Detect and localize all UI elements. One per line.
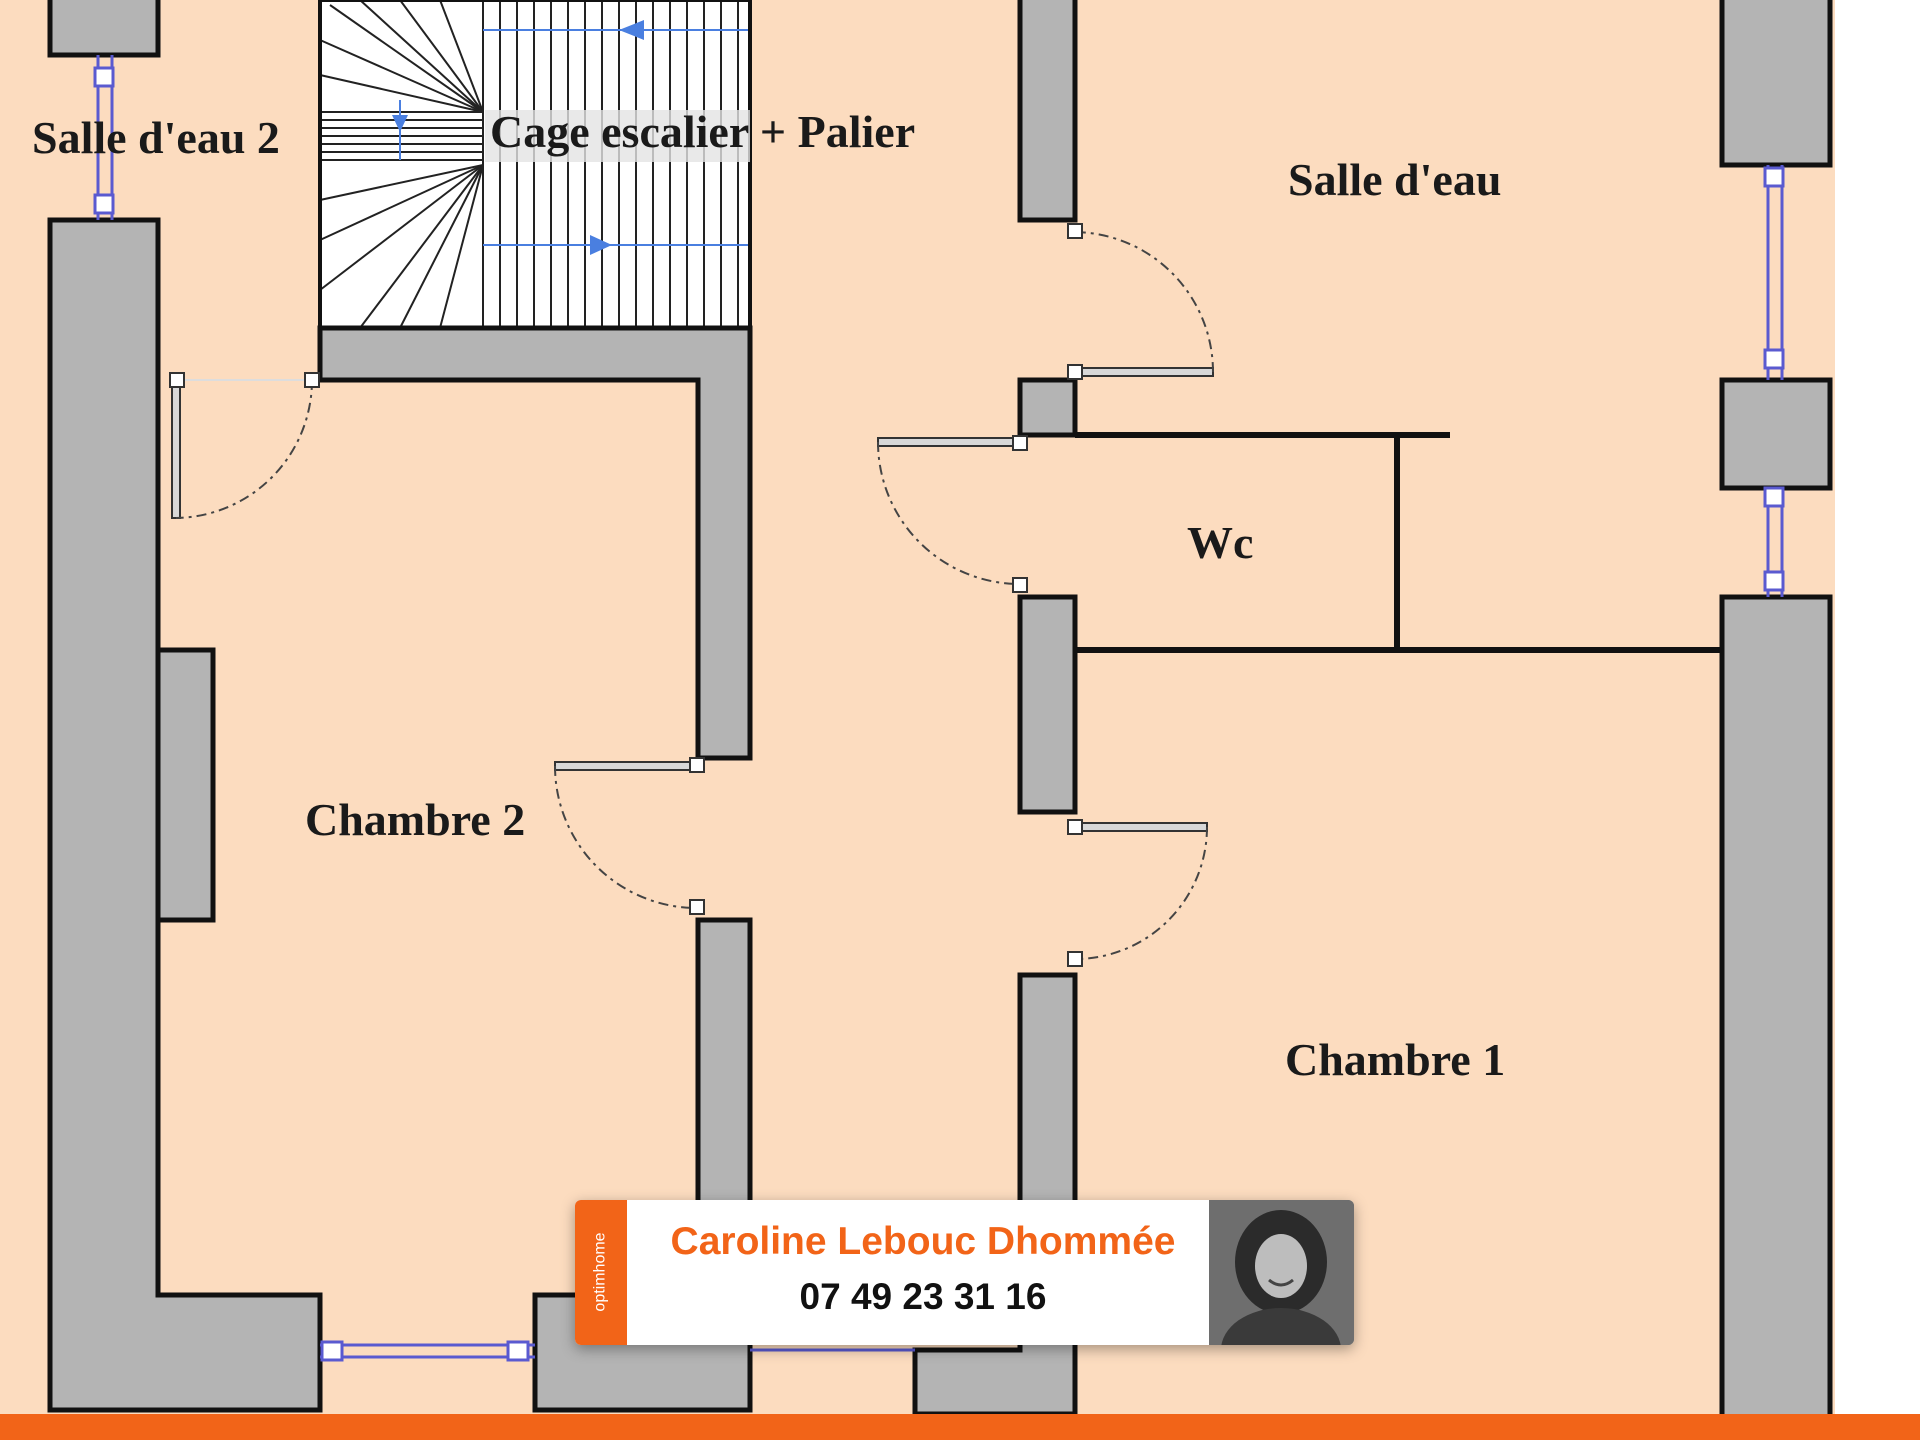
partitions [1075, 432, 1722, 653]
room-label-salle-deau: Salle d'eau [1288, 154, 1501, 205]
footer-accent-bar [0, 1414, 1920, 1440]
floor-area [0, 0, 1835, 1414]
room-label-wc: Wc [1187, 517, 1253, 568]
room-label-cage-escalier: Cage escalier + Palier [490, 106, 915, 157]
doors [169, 223, 1214, 967]
agent-card[interactable]: optimhome Caroline Lebouc Dhommée 07 49 … [575, 1200, 1354, 1345]
outside-right [1835, 0, 1920, 1414]
agent-portrait-icon [1209, 1200, 1354, 1345]
room-label-chambre-1: Chambre 1 [1285, 1034, 1505, 1085]
room-label-salle-deau-2: Salle d'eau 2 [32, 112, 280, 163]
windows [93, 55, 1785, 1362]
cage-label-bg [485, 110, 750, 162]
room-label-chambre-2: Chambre 2 [305, 794, 525, 845]
brand-label: optimhome [591, 1232, 609, 1312]
agent-name: Caroline Lebouc Dhommée [670, 1220, 1176, 1263]
walls [47, 0, 1833, 1430]
agent-phone[interactable]: 07 49 23 31 16 [799, 1276, 1047, 1317]
brand-tab: optimhome [575, 1200, 627, 1345]
staircase [318, 0, 752, 330]
